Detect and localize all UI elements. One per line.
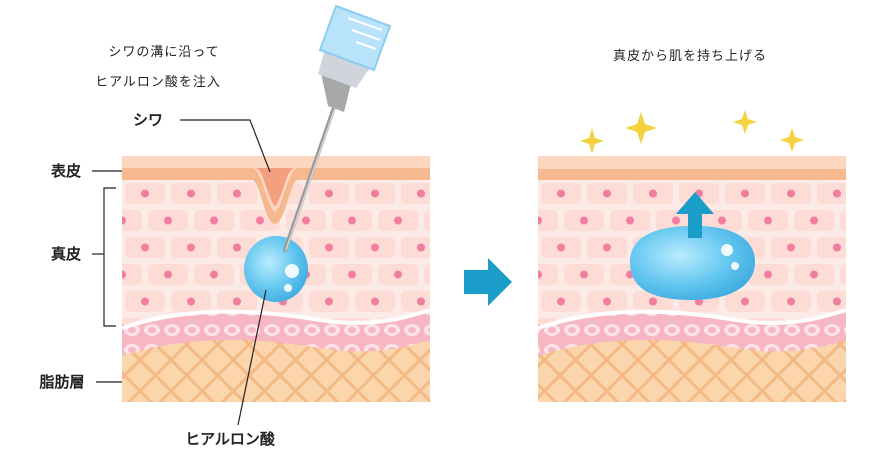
- left-caption-line1: シワの溝に沿って: [108, 45, 219, 60]
- epidermis-label: 表皮: [51, 162, 81, 180]
- wrinkle-leader-line: [180, 119, 271, 173]
- left-caption-line2: ヒアルロン酸を注入: [95, 75, 221, 90]
- wrinkle-label: シワ: [133, 111, 163, 129]
- hyaluronic-label: ヒアルロン酸: [185, 430, 276, 448]
- fat-layer: [122, 335, 430, 402]
- epidermis-layer: [122, 168, 430, 224]
- fat-layer-label: 脂肪層: [39, 373, 84, 391]
- dermis-bracket: [103, 187, 116, 327]
- hyaluronic-filler-blob: [630, 225, 755, 300]
- right-skin-block: [538, 156, 846, 402]
- sparkle-icon: [580, 110, 804, 154]
- membrane-band: [122, 310, 430, 356]
- hyaluronic-leader-line: [237, 289, 267, 426]
- membrane-band-right: [538, 310, 846, 356]
- injected-hyaluronic-drop: [244, 236, 308, 302]
- epidermis-layer-right: [538, 169, 846, 180]
- epidermis-top-right: [538, 156, 846, 169]
- syringe-icon: [283, 4, 392, 252]
- left-skin-block: [122, 156, 430, 402]
- wrinkle-groove: [256, 168, 294, 206]
- up-arrow-icon: [676, 192, 714, 238]
- right-arrow-icon: [464, 258, 512, 306]
- fat-layer-right: [538, 335, 846, 402]
- dermis-label: 真皮: [51, 245, 81, 263]
- right-caption: 真皮から肌を持ち上げる: [613, 49, 767, 64]
